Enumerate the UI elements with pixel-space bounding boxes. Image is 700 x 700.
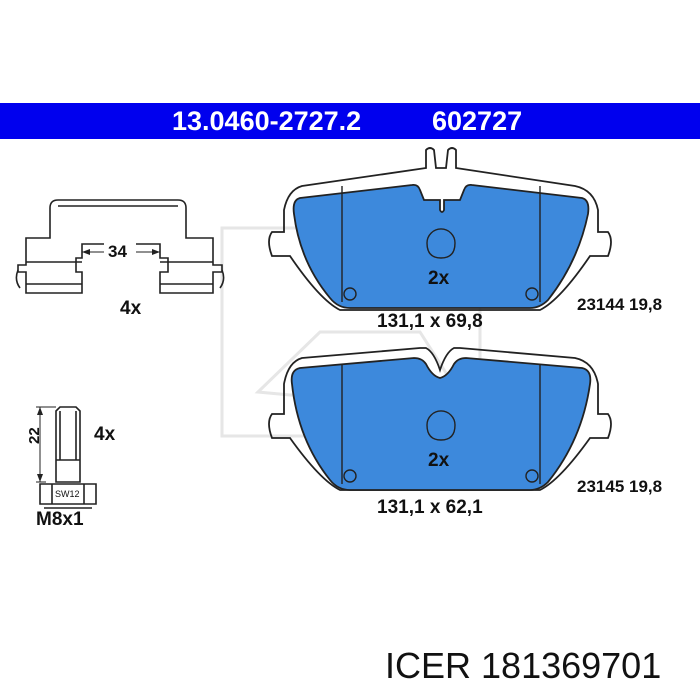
brake-pad-1 [268, 147, 612, 311]
header-banner: 13.0460-2727.2 602727 [0, 103, 700, 139]
clip-quantity-label: 4x [120, 298, 142, 319]
footer-caption: ICER 181369701 [385, 646, 661, 686]
pad-1-backplate [268, 147, 612, 311]
pad-1-code: 23144 19,8 [577, 295, 663, 314]
clip-dimension-label: 34 [108, 242, 127, 261]
pad-2-backplate [268, 347, 612, 491]
pad-2-friction [290, 357, 592, 491]
bolt-drawing [36, 406, 97, 509]
brand-name: ICER [385, 645, 472, 686]
bolt-thread-label: M8x1 [36, 509, 84, 530]
pad-2-code: 23145 19,8 [577, 477, 663, 496]
brake-pad-2 [268, 347, 612, 491]
wrench-size-label: SW12 [55, 489, 80, 499]
part-number: 13.0460-2727.2 [172, 106, 362, 136]
bolt-head [39, 483, 97, 505]
bolt-shank [55, 406, 81, 483]
bolt-length-label: 22 [26, 427, 43, 444]
pad-1-quantity: 2x [428, 268, 450, 289]
pad-1-dimensions: 131,1 x 69,8 [377, 311, 483, 332]
clip-outline [17, 199, 223, 294]
article-number: 181369701 [481, 645, 662, 686]
reference-number: 602727 [432, 106, 523, 136]
pad-2-quantity: 2x [428, 450, 450, 471]
clip-drawing [15, 199, 225, 294]
pad-2-dimensions: 131,1 x 62,1 [377, 497, 483, 518]
pad-1-friction [292, 183, 590, 309]
bolt-quantity-label: 4x [94, 424, 116, 445]
